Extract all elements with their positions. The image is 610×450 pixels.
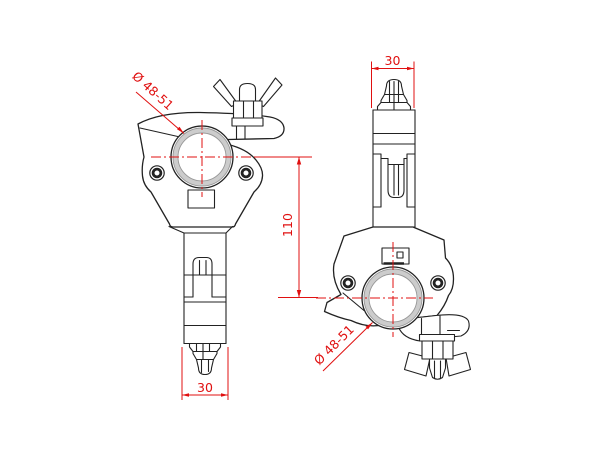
stem	[372, 109, 416, 228]
hex-nut-facets	[242, 100, 255, 119]
safety-catch	[381, 247, 410, 265]
dim-110-arrow-bottom	[296, 290, 302, 298]
body-notch	[187, 189, 216, 209]
side-view	[323, 78, 472, 380]
rivet-hole-right-pin	[240, 167, 252, 179]
bore-leader-arrow	[365, 322, 373, 330]
bore-leader-line	[135, 91, 185, 134]
stem	[168, 225, 234, 345]
dim-30-arrow-right	[407, 66, 414, 71]
dim-30-label: 30	[385, 53, 401, 68]
spigot	[376, 78, 412, 111]
bore-leader-line	[322, 322, 373, 372]
dim-30-arrow-left	[371, 66, 379, 71]
spigot	[188, 342, 222, 376]
washer	[231, 117, 264, 127]
rivet-hole-left-pin	[151, 167, 163, 179]
dim-110-arrow-top	[296, 157, 302, 165]
rivet-hole-right-pin	[432, 277, 444, 289]
jaw-parting-line	[139, 127, 181, 138]
washer	[418, 333, 456, 342]
wing-nut	[403, 340, 472, 380]
dim-30-label: 30	[197, 380, 213, 395]
front-view	[137, 77, 285, 376]
locking-pin	[387, 189, 405, 199]
rivet-hole-left-pin	[342, 277, 354, 289]
wing-nut	[212, 77, 283, 119]
dim-30-arrow-left	[182, 393, 189, 397]
dim-30-arrow-right	[221, 393, 228, 397]
bolt-shaft	[235, 125, 246, 140]
hex-nut	[232, 100, 263, 119]
hex-nut-facets	[431, 340, 444, 360]
bore-leader-arrow	[177, 126, 184, 134]
jaw-parting-line	[342, 292, 365, 312]
dim-110-label: 110	[280, 213, 295, 237]
bolt-dome	[238, 82, 257, 103]
bolt-tip	[428, 358, 447, 380]
locking-pin	[192, 256, 213, 298]
hex-nut	[421, 340, 454, 360]
